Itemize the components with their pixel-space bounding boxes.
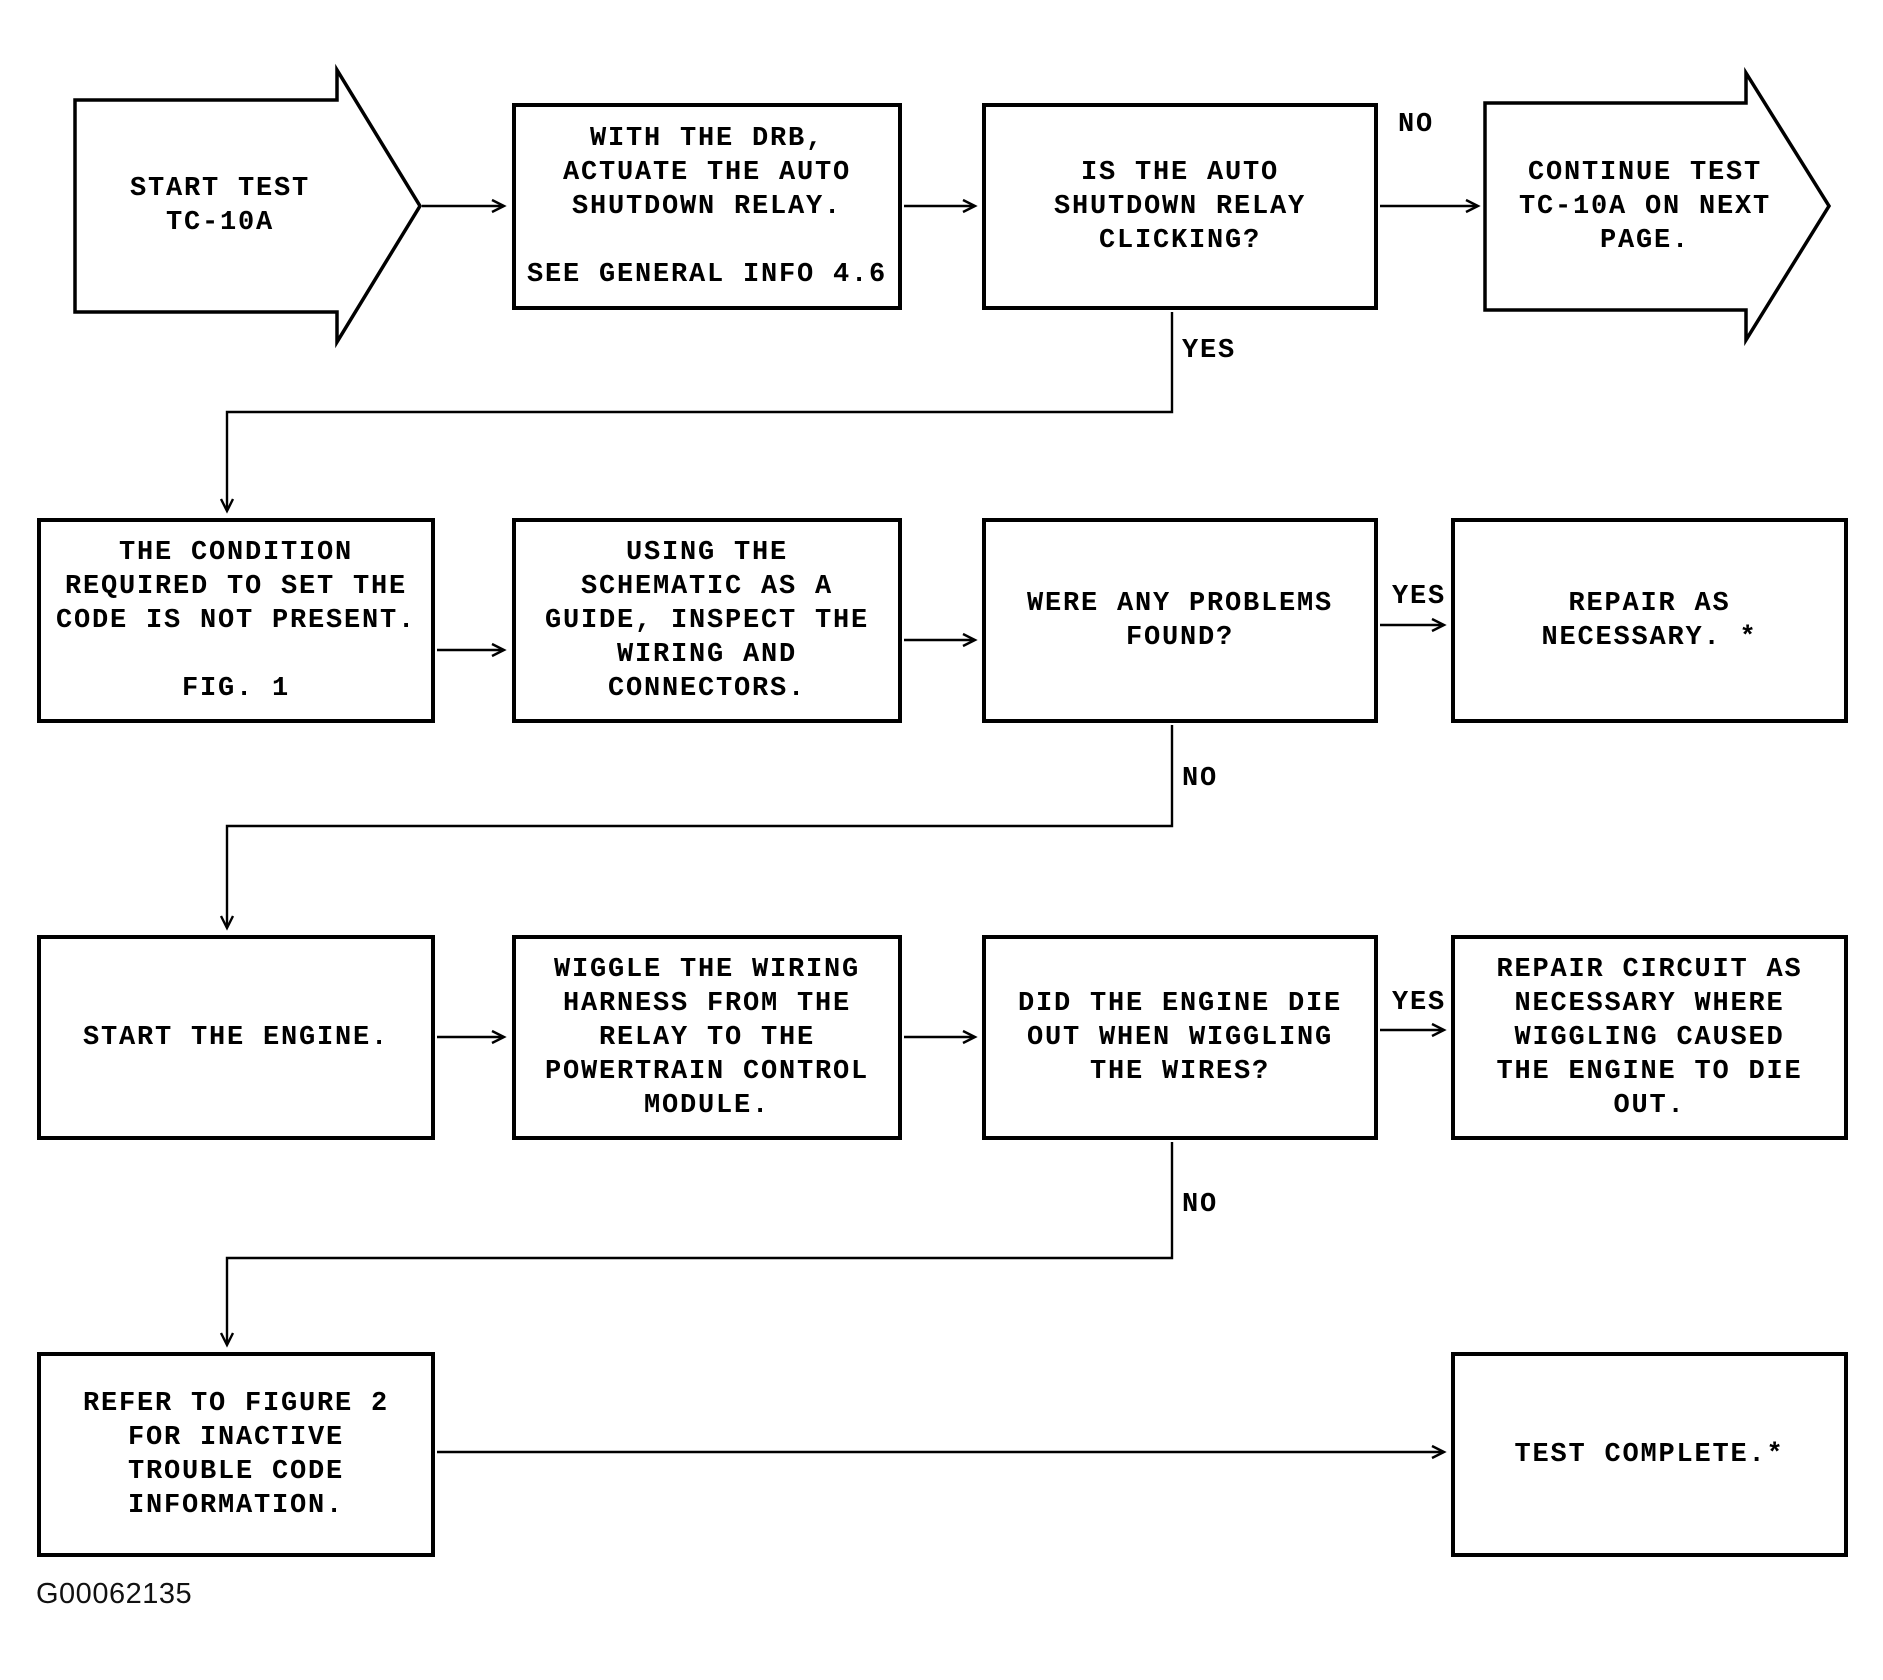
node-refer-figure-2: REFER TO FIGURE 2 FOR INACTIVE TROUBLE C… [37, 1352, 435, 1557]
edge-label-relay-clicking-no: NO [1398, 110, 1435, 140]
node-start-test: START TEST TC-10A [129, 174, 311, 238]
node-problems-found: WERE ANY PROBLEMS FOUND? [982, 518, 1378, 723]
node-relay-clicking: IS THE AUTO SHUTDOWN RELAY CLICKING? [982, 103, 1378, 310]
node-repair-circuit: REPAIR CIRCUIT AS NECESSARY WHERE WIGGLI… [1451, 935, 1848, 1140]
edge-label-relay-clicking-yes: YES [1182, 336, 1237, 366]
node-condition-not-present: THE CONDITION REQUIRED TO SET THE CODE I… [37, 518, 435, 723]
connector-problems-no-elbow [219, 725, 1174, 931]
node-start-engine: START THE ENGINE. [37, 935, 435, 1140]
node-continue-test: CONTINUE TEST TC-10A ON NEXT PAGE. [1518, 157, 1772, 256]
offpage-arrow-start-shape [73, 63, 423, 349]
edge-label-engine-die-yes: YES [1392, 988, 1447, 1018]
node-repair-as-necessary: REPAIR AS NECESSARY. * [1451, 518, 1848, 723]
offpage-arrow-continue-shape [1483, 66, 1832, 347]
node-engine-die: DID THE ENGINE DIE OUT WHEN WIGGLING THE… [982, 935, 1378, 1140]
node-inspect-wiring: USING THE SCHEMATIC AS A GUIDE, INSPECT … [512, 518, 902, 723]
node-actuate-relay: WITH THE DRB, ACTUATE THE AUTO SHUTDOWN … [512, 103, 902, 310]
connector-clicking-yes-elbow [219, 312, 1174, 514]
edge-label-engine-die-no: NO [1182, 1190, 1219, 1220]
edge-label-problems-found-no: NO [1182, 764, 1219, 794]
edge-label-problems-found-yes: YES [1392, 582, 1447, 612]
figure-id-text: G00062135 [36, 1578, 193, 1610]
node-wiggle-harness: WIGGLE THE WIRING HARNESS FROM THE RELAY… [512, 935, 902, 1140]
connector-die-no-elbow [219, 1142, 1174, 1348]
node-test-complete: TEST COMPLETE.* [1451, 1352, 1848, 1557]
